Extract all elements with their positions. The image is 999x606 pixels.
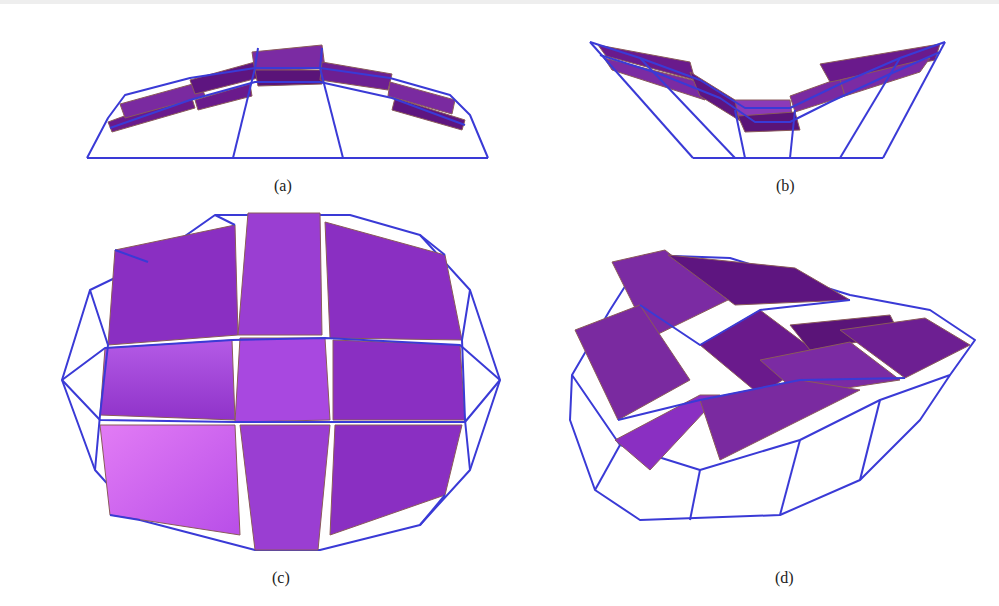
top-view-part-part [325, 222, 462, 340]
top-view-part [420, 495, 445, 525]
perspective-view-part [618, 378, 905, 420]
bowl-side-view-part [840, 58, 900, 158]
bowl-side-view-part [598, 44, 940, 132]
panel-label: (d) [775, 568, 794, 587]
panel-label: (a) [274, 176, 292, 195]
dome-side-view-part-part [255, 70, 325, 86]
top-view-part [100, 213, 465, 550]
top-view-part-part [108, 225, 238, 345]
panel-label: (b) [776, 176, 795, 195]
top-view-part-part [240, 425, 330, 550]
perspective-view-part [575, 250, 970, 470]
perspective-view-part [780, 440, 800, 515]
perspective-view-part-part [700, 380, 860, 460]
top-view-part [215, 215, 235, 225]
top-view-part-part [100, 340, 235, 420]
top-view-part [90, 290, 108, 470]
dome-side-view-part [108, 45, 465, 132]
bowl-side-view-part [693, 157, 883, 159]
panel-label: (c) [272, 568, 290, 587]
top-view-part [115, 250, 148, 262]
perspective-view-part [860, 400, 880, 480]
top-view-part-part [333, 340, 465, 420]
dome-side-view-part [110, 82, 465, 128]
bowl-side-view-part [790, 110, 795, 158]
dome-side-view [87, 45, 488, 158]
dome-side-view-part [320, 48, 322, 68]
perspective-view-part-part [575, 305, 690, 420]
dome-side-view-part [233, 68, 255, 158]
bowl-side-view-part [640, 58, 735, 158]
top-border [0, 0, 999, 4]
perspective-view [570, 250, 975, 520]
top-view-part [62, 338, 500, 380]
top-view-part [62, 380, 500, 422]
top-view-part [462, 290, 470, 470]
top-view [62, 213, 500, 550]
top-view-part-part [330, 425, 462, 535]
top-view-part-part [238, 213, 322, 335]
bowl-side-view-part [590, 42, 945, 108]
dome-side-view-part [87, 157, 488, 159]
perspective-view-part-part [668, 255, 850, 305]
dome-side-view-part [320, 68, 343, 158]
top-view-part [420, 235, 445, 255]
bowl-side-view-part [735, 110, 745, 158]
top-view-part [110, 515, 140, 520]
bowl-side-view [590, 42, 945, 158]
dome-side-view-part [87, 68, 488, 158]
bowl-side-view-part [883, 42, 945, 158]
perspective-view-part [690, 470, 700, 520]
perspective-view-part [640, 300, 850, 345]
top-view-part-part [235, 338, 330, 422]
top-view-part-part [100, 425, 240, 535]
dome-side-view-part [255, 48, 258, 68]
perspective-view-part [595, 445, 620, 490]
